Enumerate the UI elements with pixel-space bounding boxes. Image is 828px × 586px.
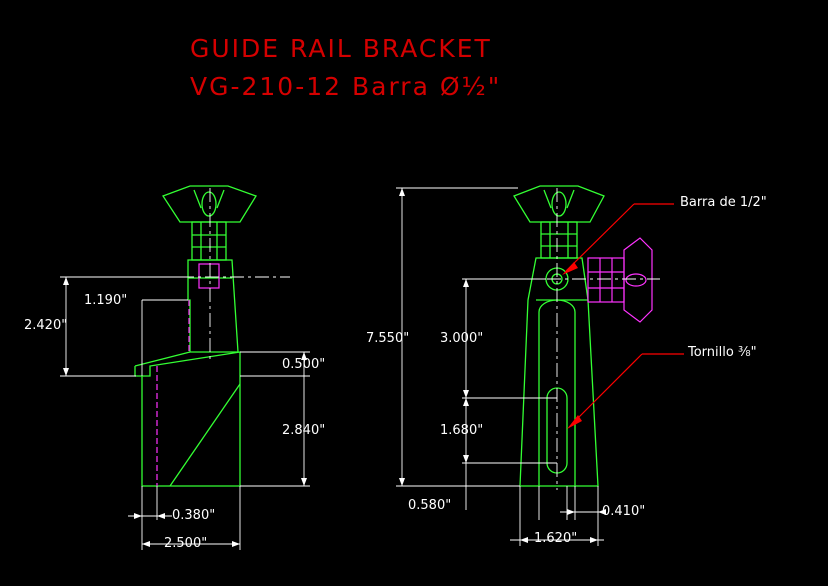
- dim-0580: 0.580": [408, 498, 452, 513]
- right-knob-hole: [551, 191, 567, 217]
- left-centerlines: [130, 188, 290, 360]
- left-base: [141, 376, 241, 487]
- dim-0500: 0.500": [282, 357, 326, 372]
- dim-2500: 2.500": [164, 536, 208, 551]
- left-base-diagonal: [169, 383, 241, 487]
- dim-0380: 0.380": [172, 508, 216, 523]
- dim-2840: 2.840": [282, 423, 326, 438]
- left-hidden-lines: [156, 263, 220, 486]
- drawing-title: GUIDE RAIL BRACKET: [190, 34, 492, 63]
- dim-1190: 1.190": [84, 293, 128, 308]
- tornillo-slot: [546, 387, 568, 474]
- note-barra: Barra de 1/2": [680, 195, 767, 210]
- right-view: [513, 185, 605, 487]
- note-tornillo: Tornillo ⅜": [688, 345, 757, 360]
- left-knob-hole: [201, 191, 217, 217]
- left-neck: [187, 259, 239, 353]
- right-wing-knob: [513, 185, 605, 223]
- dim-2420: 2.420": [24, 318, 68, 333]
- right-body: [519, 257, 599, 487]
- left-wing-knob: [162, 185, 257, 223]
- leaders: [565, 203, 684, 425]
- left-flange: [134, 351, 241, 377]
- dim-3000: 3.000": [440, 331, 484, 346]
- dim-0410: 0.410": [602, 504, 646, 519]
- right-dim-ticks: [399, 188, 606, 543]
- left-thread-stem: [191, 221, 227, 261]
- left-view: [134, 185, 257, 487]
- dim-1680: 1.680": [440, 423, 484, 438]
- drawing-subtitle: VG-210-12 Barra Ø½": [190, 72, 501, 101]
- subtitle-suffix: Ø½": [439, 72, 502, 101]
- subtitle-prefix: VG-210-12 Barra: [190, 72, 440, 101]
- right-side-knob: [587, 237, 653, 323]
- left-dimension-lines: [60, 276, 310, 550]
- dim-7550: 7.550": [366, 331, 410, 346]
- left-dim-ticks: [63, 277, 307, 547]
- dim-1620: 1.620": [534, 531, 578, 546]
- right-thread-stem: [540, 221, 578, 259]
- right-centerlines: [472, 188, 660, 490]
